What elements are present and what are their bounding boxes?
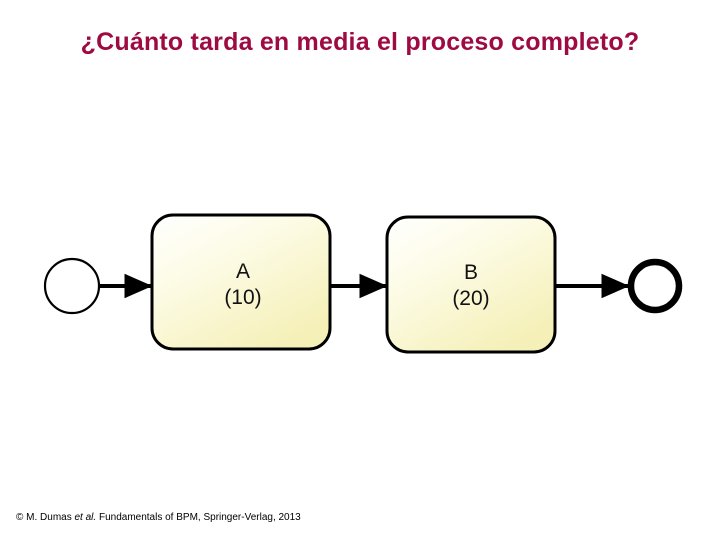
footer-credit: © M. Dumas et al. Fundamentals of BPM, S… <box>16 512 301 523</box>
footer-author: M. Dumas <box>26 512 72 523</box>
start-event-node[interactable] <box>43 257 101 315</box>
task-b-shape[interactable] <box>385 215 557 354</box>
task-b-node[interactable]: B (20) <box>385 215 557 354</box>
footer-reference: Fundamentals of BPM, Springer-Verlag, 20… <box>98 512 301 523</box>
task-a-shape[interactable] <box>150 213 332 351</box>
page-title: ¿Cuánto tarda en media el proceso comple… <box>80 28 640 56</box>
footer-copyright: © <box>16 512 24 523</box>
footer-et-al: et al. <box>74 512 97 523</box>
task-a-node[interactable]: A (10) <box>150 213 332 351</box>
task-a-label: A <box>236 260 250 283</box>
task-a-duration: (10) <box>224 286 261 309</box>
end-event-node[interactable] <box>627 258 683 314</box>
task-b-duration: (20) <box>452 287 489 310</box>
task-b-label: B <box>464 261 478 284</box>
